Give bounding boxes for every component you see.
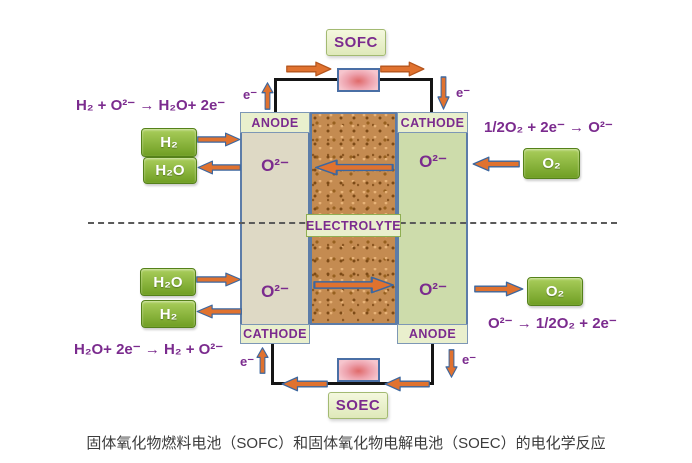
wire-bottom-right: [431, 344, 434, 385]
soec-anode-reaction: O²⁻ → 1/2O₂ + 2e⁻: [488, 315, 617, 332]
oxygen-ion-top-left: O²⁻: [261, 156, 289, 175]
electrode-label-top-left: ANODE: [240, 112, 310, 133]
sofc-h2-in-box: H₂: [141, 128, 197, 157]
electrode-label-bottom-left: CATHODE: [240, 324, 310, 344]
sofc-h2o-out-arrow-icon: [197, 160, 241, 175]
soec-o2-out-box: O₂: [527, 277, 583, 306]
oxygen-ion-bottom-right: O²⁻: [419, 280, 447, 299]
electron-arrow-down-top-right-icon: [437, 76, 450, 110]
current-arrow-top-left-icon: [286, 61, 332, 77]
soec-h2o-in-box: H₂O: [140, 268, 196, 296]
ion-flow-arrow-sofc-icon: [314, 159, 394, 176]
wire-top-left: [274, 78, 277, 114]
electron-label-top-left: e⁻: [243, 87, 258, 102]
electron-label-bottom-right: e⁻: [462, 352, 477, 367]
sofc-o2-in-label: O₂: [542, 155, 561, 172]
current-arrow-top-right-icon: [380, 61, 425, 77]
oxygen-ion-top-right: O²⁻: [419, 152, 447, 171]
electron-label-top-right: e⁻: [456, 85, 471, 100]
wire-bottom-left: [271, 344, 274, 385]
sofc-anode-reaction: H₂ + O²⁻ → H₂O+ 2e⁻: [76, 97, 226, 114]
electron-arrow-up-top-left-icon: [261, 82, 274, 110]
right-electrode-column: [397, 112, 468, 344]
soec-h2o-in-arrow-icon: [196, 272, 242, 287]
sofc-h2-in-arrow-icon: [197, 132, 241, 147]
anode-top-label: ANODE: [251, 115, 299, 130]
electrode-label-top-right: CATHODE: [397, 112, 468, 133]
electrolyte-label-box: ELECTROLYTE: [306, 214, 401, 237]
sofc-tag: SOFC: [326, 29, 386, 56]
sofc-tag-label: SOFC: [334, 34, 378, 51]
soec-h2-out-arrow-icon: [196, 304, 242, 319]
soec-tag: SOEC: [328, 392, 388, 419]
soec-h2-out-label: H₂: [159, 305, 178, 323]
cathode-bottom-label: CATHODE: [243, 327, 307, 341]
oxygen-ion-bottom-left: O²⁻: [261, 282, 289, 301]
soec-power-source: [337, 358, 380, 382]
ion-flow-arrow-soec-icon: [313, 276, 395, 294]
soec-tag-label: SOEC: [335, 397, 381, 414]
cathode-top-label: CATHODE: [400, 115, 465, 130]
electron-arrow-down-bottom-right-icon: [445, 349, 458, 378]
sofc-h2o-out-box: H₂O: [143, 157, 197, 184]
soec-o2-out-label: O₂: [545, 283, 565, 300]
soec-h2-out-box: H₂: [141, 300, 196, 328]
figure-caption: 固体氧化物燃料电池（SOFC）和固体氧化物电解电池（SOEC）的电化学反应: [86, 435, 606, 452]
anode-bottom-label: ANODE: [408, 327, 457, 341]
electron-arrow-up-bottom-left-icon: [256, 347, 269, 374]
electron-label-bottom-left: e⁻: [240, 354, 255, 369]
soec-o2-out-arrow-icon: [474, 281, 524, 297]
wire-top-right: [430, 78, 433, 114]
sofc-h2o-out-label: H₂O: [155, 162, 185, 179]
sofc-o2-in-arrow-icon: [472, 156, 520, 172]
electrolyte-label: ELECTROLYTE: [306, 218, 401, 233]
sofc-cathode-reaction: 1/2O₂ + 2e⁻ → O²⁻: [484, 119, 613, 136]
sofc-o2-in-box: O₂: [523, 148, 580, 179]
current-arrow-bottom-left-icon: [281, 376, 328, 392]
electrode-label-bottom-right: ANODE: [397, 324, 468, 344]
soec-h2o-in-label: H₂O: [153, 273, 183, 291]
current-arrow-bottom-right-icon: [384, 376, 430, 392]
left-electrode-column: [240, 112, 310, 344]
wire-bottom-horizontal: [271, 382, 434, 385]
sofc-load-resistor: [337, 68, 380, 92]
soec-cathode-reaction: H₂O+ 2e⁻ → H₂ + O²⁻: [74, 341, 224, 358]
sofc-h2-in-label: H₂: [160, 134, 178, 151]
